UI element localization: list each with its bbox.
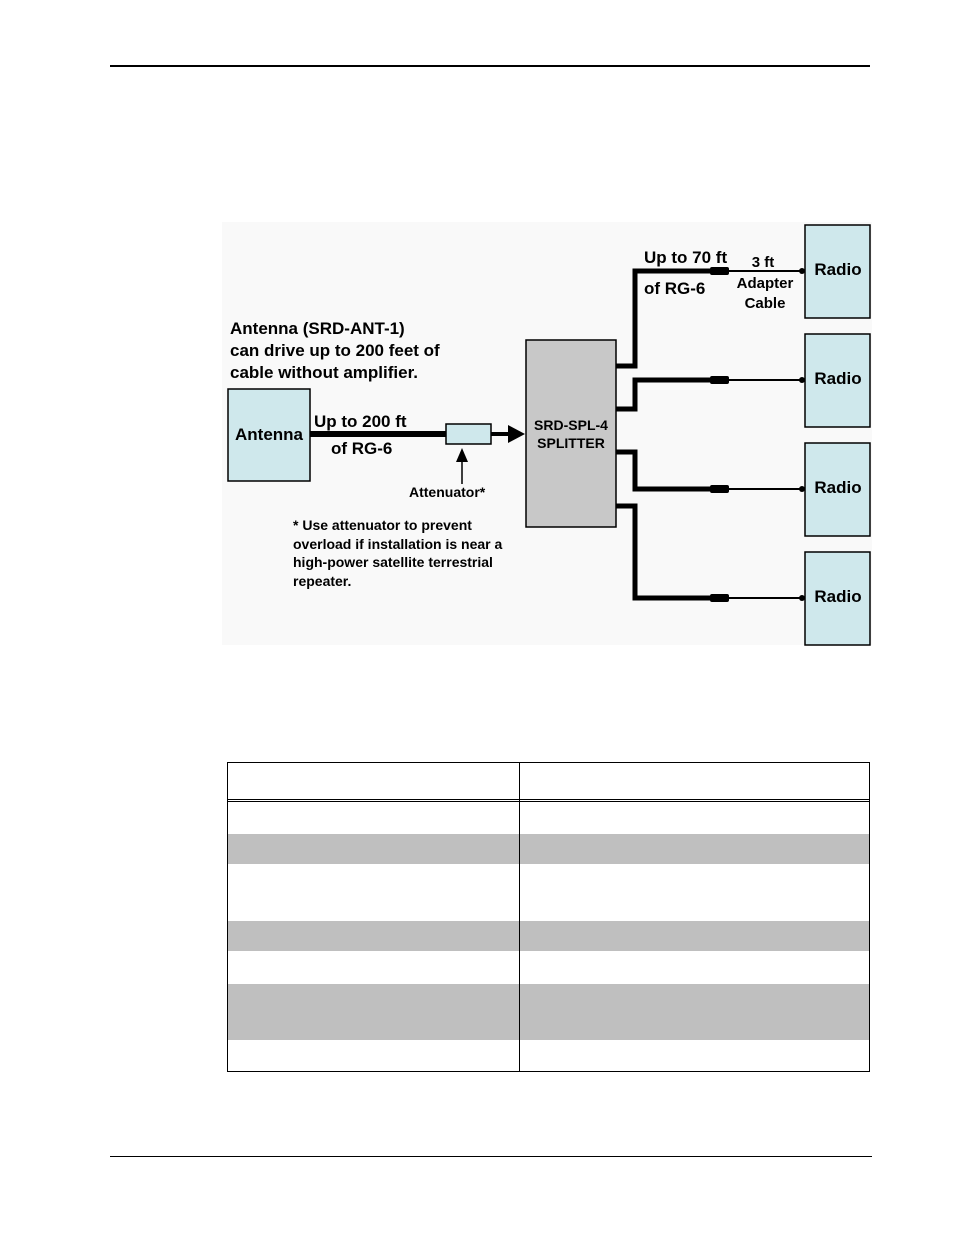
table-row <box>228 834 869 864</box>
branch-cable-label-2: of RG-6 <box>644 279 705 298</box>
splitter-label-2: SPLITTER <box>537 435 605 451</box>
table-cell <box>228 1040 519 1071</box>
attenuator-pointer-arrow <box>456 448 468 462</box>
attenuator-note-line-1: * Use attenuator to prevent <box>293 517 472 533</box>
branch-cable-3 <box>616 449 712 492</box>
branch-cable-1 <box>616 268 712 369</box>
radio-jack-3 <box>799 486 805 492</box>
connector-1 <box>710 267 729 275</box>
radio-label-4: Radio <box>814 587 861 606</box>
table-cell <box>519 803 869 833</box>
attenuator-note-line-3: high-power satellite terrestrial <box>293 554 493 570</box>
radio-jack-4 <box>799 595 805 601</box>
table-row <box>228 921 869 951</box>
branch-cable-label-1: Up to 70 ft <box>644 248 727 267</box>
main-cable-label-2: of RG-6 <box>331 439 392 458</box>
main-cable-label-1: Up to 200 ft <box>314 412 407 431</box>
radio-jack-2 <box>799 377 805 383</box>
table-cell <box>228 984 519 1040</box>
antenna-note-line-2: can drive up to 200 feet of <box>230 341 440 360</box>
table-cell <box>228 834 519 864</box>
branch-cable-4 <box>616 503 712 601</box>
antenna-note-line-3: cable without amplifier. <box>230 363 418 382</box>
table-cell <box>519 984 869 1040</box>
table-row <box>228 864 869 921</box>
radio-jack-1 <box>799 268 805 274</box>
table-row <box>228 952 869 983</box>
spec-table <box>227 762 870 1072</box>
radio-box-4 <box>804 551 871 646</box>
antenna-label: Antenna <box>235 425 304 444</box>
antenna-note-line-1: Antenna (SRD-ANT-1) <box>230 319 405 338</box>
table-cell <box>519 834 869 864</box>
attenuator-box <box>445 423 492 445</box>
connector-2 <box>710 376 729 384</box>
table-row <box>228 984 869 1040</box>
footer-rule <box>110 1156 872 1157</box>
attenuator-label: Attenuator* <box>409 484 486 500</box>
table-cell <box>519 952 869 983</box>
splitter-label-1: SRD-SPL-4 <box>534 417 608 433</box>
radio-label-2: Radio <box>814 369 861 388</box>
radio-label-1: Radio <box>814 260 861 279</box>
table-header-divider <box>228 799 869 802</box>
table-column-divider <box>519 763 520 1071</box>
attenuator-note-line-2: overload if installation is near a <box>293 536 502 552</box>
radio-box-1 <box>804 224 871 319</box>
table-row <box>228 803 869 833</box>
radio-box-2 <box>804 333 871 428</box>
table-cell <box>519 1040 869 1071</box>
table-cell <box>228 864 519 921</box>
table-cell <box>228 921 519 951</box>
table-cell <box>228 952 519 983</box>
radio-box-3 <box>804 442 871 537</box>
attenuator-note-line-4: repeater. <box>293 573 351 589</box>
branch-cable-2 <box>616 377 712 412</box>
radio-label-3: Radio <box>814 478 861 497</box>
table-header-cell <box>228 763 519 799</box>
table-cell <box>519 921 869 951</box>
adapter-label-3: Cable <box>745 295 786 312</box>
antenna-box <box>227 388 311 482</box>
adapter-label-2: Adapter <box>737 275 794 292</box>
adapter-label-1: 3 ft <box>752 254 775 271</box>
connector-3 <box>710 485 729 493</box>
table-row <box>228 1040 869 1071</box>
table-header-row <box>228 763 869 799</box>
table-cell <box>519 864 869 921</box>
table-header-cell <box>519 763 869 799</box>
splitter-box <box>525 339 617 528</box>
arrow-to-splitter <box>508 425 525 443</box>
header-rule <box>110 65 870 67</box>
connector-4 <box>710 594 729 602</box>
table-cell <box>228 803 519 833</box>
